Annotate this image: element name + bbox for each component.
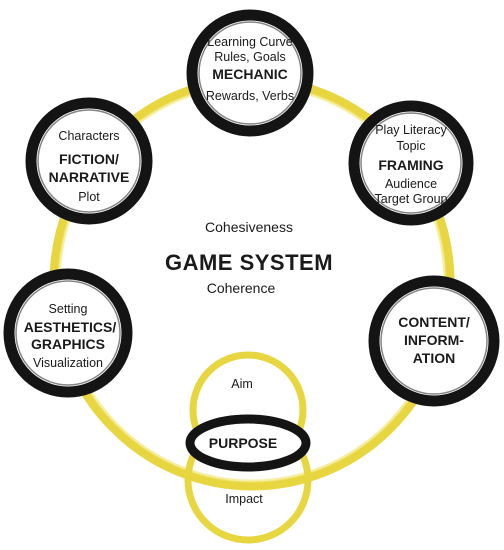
- framing-line4: Target Group: [375, 192, 448, 206]
- node-content-information: CONTENT/ INFORM- ATION: [368, 275, 500, 407]
- center-bottom-label: Coherence: [207, 280, 276, 296]
- content-title-2: INFORM-: [404, 332, 464, 348]
- mechanic-line3: Rewards, Verbs: [206, 89, 294, 103]
- purpose-title: PURPOSE: [209, 435, 277, 451]
- center-label-group: Cohesiveness GAME SYSTEM Coherence: [165, 219, 333, 296]
- fiction-title-2: NARRATIVE: [49, 169, 130, 185]
- mechanic-line2: Rules, Goals: [214, 50, 286, 64]
- content-title-1: CONTENT/: [398, 314, 470, 330]
- purpose-top: Aim: [231, 377, 253, 391]
- node-fiction-narrative: Characters FICTION/ NARRATIVE Plot: [25, 97, 153, 225]
- framing-line3: Audience: [385, 177, 437, 191]
- aesthetics-line2: Visualization: [33, 356, 103, 370]
- purpose-bottom: Impact: [225, 492, 263, 506]
- fiction-title-1: FICTION/: [59, 151, 119, 167]
- fiction-line2: Plot: [78, 190, 100, 204]
- mechanic-line1: Learning Curve: [207, 35, 293, 49]
- node-aesthetics-graphics: Setting AESTHETICS/ GRAPHICS Visualizati…: [3, 268, 133, 398]
- node-mechanic: Learning Curve Rules, Goals MECHANIC Rew…: [186, 9, 314, 137]
- framing-line2: Topic: [396, 139, 425, 153]
- aesthetics-line1: Setting: [49, 302, 88, 316]
- content-title-3: ATION: [413, 350, 456, 366]
- aesthetics-title-2: GRAPHICS: [31, 336, 105, 352]
- framing-line1: Play Literacy: [375, 123, 447, 137]
- node-framing: Play Literacy Topic FRAMING Audience Tar…: [348, 100, 474, 226]
- aesthetics-title-1: AESTHETICS/: [24, 319, 117, 335]
- center-top-label: Cohesiveness: [205, 219, 293, 235]
- center-title: GAME SYSTEM: [165, 250, 333, 275]
- node-purpose: Aim PURPOSE Impact: [185, 377, 311, 506]
- fiction-line1: Characters: [58, 129, 119, 143]
- mechanic-title: MECHANIC: [212, 66, 287, 82]
- framing-title: FRAMING: [378, 157, 443, 173]
